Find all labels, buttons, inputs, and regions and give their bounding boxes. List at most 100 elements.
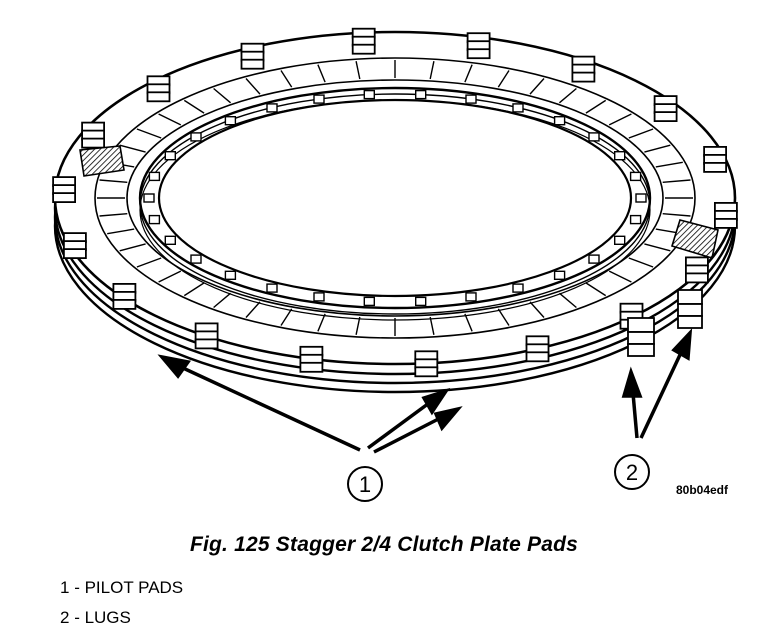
outer-lug: [571, 55, 596, 83]
inner-lug: [164, 235, 177, 246]
friction-segment-line: [355, 316, 361, 335]
inner-lugs: [143, 89, 647, 307]
friction-segment-line: [119, 144, 146, 153]
outer-lugs: [52, 27, 738, 378]
inner-lug: [614, 235, 626, 246]
friction-segment-line: [662, 213, 691, 217]
callout-1-number: 1: [359, 472, 371, 497]
friction-segment-line: [99, 179, 128, 183]
friction-segment-line: [628, 128, 654, 139]
outer-lug: [52, 176, 76, 204]
inner-lug: [363, 89, 375, 100]
outer-lug: [194, 322, 219, 350]
inner-lug: [629, 171, 642, 182]
friction-segment-line: [608, 113, 632, 126]
legend-number: 2: [60, 608, 70, 627]
friction-segment-line: [158, 113, 182, 126]
outer-lug: [351, 27, 376, 55]
friction-segment-lines: [97, 60, 693, 336]
inner-lug: [266, 103, 278, 113]
friction-segment-line: [245, 78, 261, 95]
clutch-plate-diagram: 1 2 80b04edf: [52, 27, 738, 502]
outer-lug: [714, 201, 738, 229]
inner-lug: [164, 150, 177, 161]
legend-separator: -: [69, 608, 85, 627]
friction-segment-line: [585, 99, 607, 114]
friction-segment-line: [158, 270, 182, 283]
friction-segment-line: [213, 87, 232, 104]
inner-lug: [190, 254, 202, 264]
callout-1-leaders: [157, 354, 463, 454]
friction-segment-line: [429, 316, 435, 335]
outer-lug: [685, 256, 709, 284]
outer-lug: [240, 42, 265, 70]
friction-segment-line: [213, 292, 232, 309]
outer-lug: [112, 282, 137, 310]
legend-text: PILOT PADS: [84, 578, 184, 597]
friction-segment-line: [464, 313, 473, 332]
friction-segment-line: [497, 70, 510, 88]
outer-lug: [703, 145, 727, 173]
friction-segment-line: [655, 161, 683, 168]
outer-lug: [414, 350, 439, 378]
inner-lug: [415, 296, 427, 307]
figure-caption: Fig. 125 Stagger 2/4 Clutch Plate Pads: [189, 533, 579, 556]
friction-segment-line: [464, 64, 473, 83]
outer-lug: [63, 232, 87, 260]
friction-segment-line: [119, 243, 146, 252]
inner-lug: [148, 214, 161, 225]
inner-lug: [224, 270, 237, 280]
legend-text: LUGS: [84, 608, 131, 627]
inner-lug: [553, 115, 566, 126]
legend-item-2: 2 - LUGS: [60, 608, 131, 628]
friction-segment-line: [429, 61, 435, 80]
friction-segment-line: [628, 257, 654, 268]
pilot-pad-right: [670, 219, 719, 260]
outer-lug: [81, 121, 105, 149]
friction-segment-line: [99, 213, 128, 217]
friction-segment-line: [644, 243, 671, 252]
inner-lug: [512, 103, 524, 113]
inner-lug: [588, 132, 600, 142]
inner-lug: [465, 292, 477, 302]
friction-segment-line: [529, 301, 545, 318]
stacked-lugs-right: [627, 289, 703, 357]
inner-lug: [363, 296, 375, 307]
outer-lug: [299, 345, 324, 373]
friction-segment-line: [280, 308, 293, 326]
outer-lug: [466, 32, 491, 60]
friction-segment-line: [245, 301, 261, 318]
friction-segment-line: [529, 78, 545, 95]
pilot-pad-left: [79, 145, 125, 177]
inner-lug: [143, 193, 155, 203]
friction-segment-line: [585, 282, 607, 297]
friction-segment-line: [497, 308, 510, 326]
friction-segment-line: [183, 282, 205, 297]
friction-segment-line: [317, 313, 326, 332]
outer-lug: [146, 75, 171, 103]
inner-lug: [635, 193, 647, 203]
friction-segment-line: [558, 292, 577, 309]
inner-lug: [266, 283, 278, 293]
friction-segment-line: [662, 179, 691, 183]
inner-lug: [629, 214, 642, 225]
image-code: 80b04edf: [676, 483, 729, 497]
friction-segment-line: [608, 270, 632, 283]
friction-segment-line: [183, 99, 205, 114]
friction-segment-line: [136, 128, 162, 139]
inner-lug: [190, 132, 202, 142]
friction-segment-line: [644, 144, 671, 153]
friction-segment-line: [107, 228, 135, 235]
legend-number: 1: [60, 578, 70, 597]
inner-lug: [553, 270, 566, 280]
friction-segment-line: [558, 87, 577, 104]
inner-lug: [313, 292, 325, 302]
callout-1-marker: 1: [347, 466, 383, 502]
legend-separator: -: [69, 578, 85, 597]
callout-2-leaders: [621, 328, 693, 439]
friction-segment-line: [355, 61, 361, 80]
callout-2-marker: 2: [614, 454, 650, 490]
outer-lug: [525, 335, 550, 363]
outer-lug: [653, 95, 678, 122]
friction-segment-line: [317, 64, 326, 83]
